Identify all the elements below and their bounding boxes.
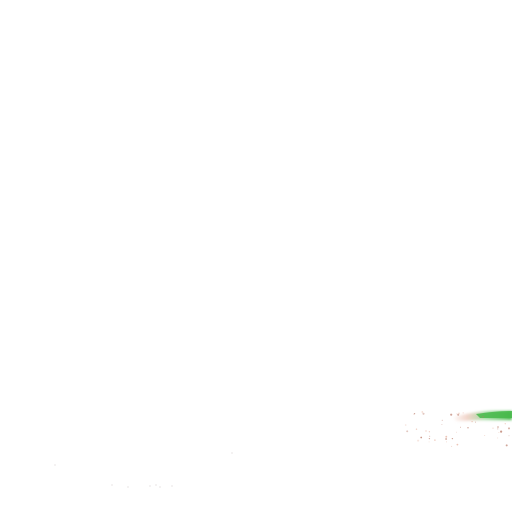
speckle bbox=[420, 436, 423, 439]
speckle bbox=[441, 419, 443, 421]
speckle bbox=[413, 413, 415, 416]
speckle bbox=[425, 430, 427, 432]
green-stroke bbox=[452, 411, 512, 421]
speckle bbox=[457, 413, 460, 416]
speckle bbox=[445, 435, 448, 438]
speckle bbox=[429, 435, 431, 437]
speckle bbox=[54, 464, 56, 466]
speckle bbox=[428, 437, 431, 440]
speckle bbox=[149, 485, 151, 487]
speckle bbox=[422, 412, 425, 415]
speckle bbox=[456, 431, 457, 433]
speckle bbox=[159, 486, 161, 488]
speckle bbox=[441, 424, 443, 426]
speckle bbox=[428, 431, 431, 433]
speckle bbox=[467, 427, 469, 429]
speckle bbox=[505, 444, 508, 447]
speckle bbox=[507, 427, 511, 430]
speckle bbox=[504, 422, 507, 425]
speckle bbox=[482, 416, 484, 418]
speckle bbox=[451, 437, 454, 440]
speckle bbox=[406, 430, 409, 433]
speckle bbox=[498, 432, 500, 433]
speckle bbox=[508, 435, 510, 437]
speckle bbox=[171, 485, 173, 487]
speckle bbox=[462, 412, 464, 414]
speckle bbox=[445, 438, 448, 440]
speckle bbox=[492, 427, 494, 429]
speckle bbox=[484, 435, 486, 436]
speckle bbox=[413, 413, 416, 415]
speckle bbox=[460, 426, 461, 428]
speckle bbox=[111, 484, 113, 486]
speckle bbox=[231, 452, 233, 454]
speckle bbox=[450, 413, 453, 416]
speckle bbox=[415, 428, 418, 430]
speckle-cluster bbox=[404, 411, 511, 447]
speckle bbox=[474, 421, 477, 423]
speckle bbox=[155, 484, 157, 486]
speckle bbox=[421, 411, 424, 413]
speckle bbox=[500, 430, 503, 433]
speckle bbox=[434, 439, 436, 441]
speckle bbox=[428, 441, 430, 443]
speckle bbox=[458, 412, 460, 414]
speckle bbox=[471, 420, 473, 423]
speckle bbox=[456, 443, 459, 446]
speckle-trail bbox=[54, 452, 233, 488]
speckle bbox=[497, 428, 499, 430]
speckle bbox=[445, 441, 448, 443]
speckle bbox=[127, 486, 129, 488]
speckle bbox=[497, 437, 499, 439]
speckle bbox=[404, 424, 407, 426]
speckle bbox=[417, 439, 420, 442]
speckle bbox=[451, 445, 453, 447]
speckle bbox=[456, 413, 458, 415]
speckle bbox=[497, 426, 499, 428]
